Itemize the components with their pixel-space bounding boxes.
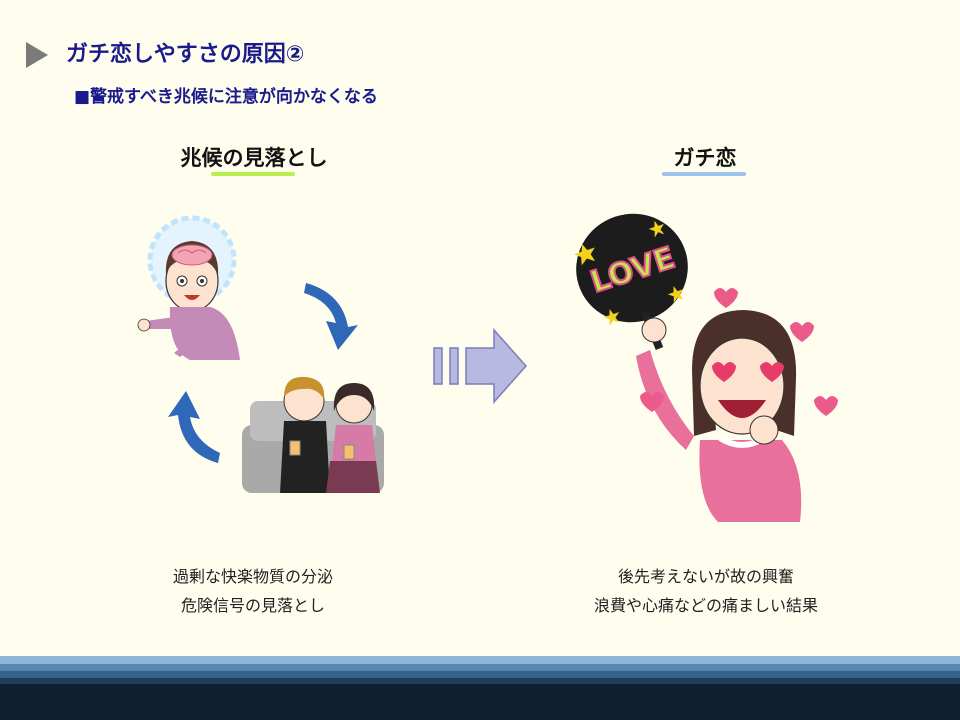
- left-caption-line-2: 危険信号の見落とし: [180, 596, 325, 615]
- right-caption-line-2: 浪費や心痛などの痛ましい結果: [593, 596, 818, 615]
- footer-stripe: [0, 678, 960, 684]
- left-heading-underline: [211, 172, 295, 176]
- right-caption-line-1: 後先考えないが故の興奮: [617, 567, 794, 586]
- cycle-illustration: [137, 215, 384, 493]
- footer-stripe: [0, 671, 960, 678]
- love-fan-icon: LOVE: [573, 213, 688, 326]
- slide-subtitle: ■警戒すべき兆候に注意が向かなくなる: [74, 87, 378, 107]
- left-caption-line-1: 過剰な快楽物質の分泌: [172, 567, 333, 586]
- couple-on-sofa-illustration: [242, 376, 384, 493]
- left-caption: 過剰な快楽物質の分泌 危険信号の見落とし: [73, 562, 433, 620]
- fan-woman-illustration: LOVE: [573, 213, 838, 522]
- right-heading-underline: [662, 172, 746, 176]
- triangle-play-icon: [26, 42, 48, 68]
- curved-arrow-icon: [168, 391, 220, 463]
- block-arrow-right-icon: [433, 328, 528, 404]
- footer-bar: [0, 684, 960, 720]
- right-heading: ガチ恋: [673, 146, 737, 170]
- left-heading: 兆候の見落とし: [180, 146, 328, 170]
- footer-stripe: [0, 664, 960, 671]
- footer-stripe: [0, 656, 960, 664]
- slide-title: ガチ恋しやすさの原因②: [66, 42, 305, 67]
- curved-arrow-icon: [304, 283, 358, 350]
- right-caption: 後先考えないが故の興奮 浪費や心痛などの痛ましい結果: [526, 562, 886, 620]
- excited-woman-illustration: [137, 215, 240, 360]
